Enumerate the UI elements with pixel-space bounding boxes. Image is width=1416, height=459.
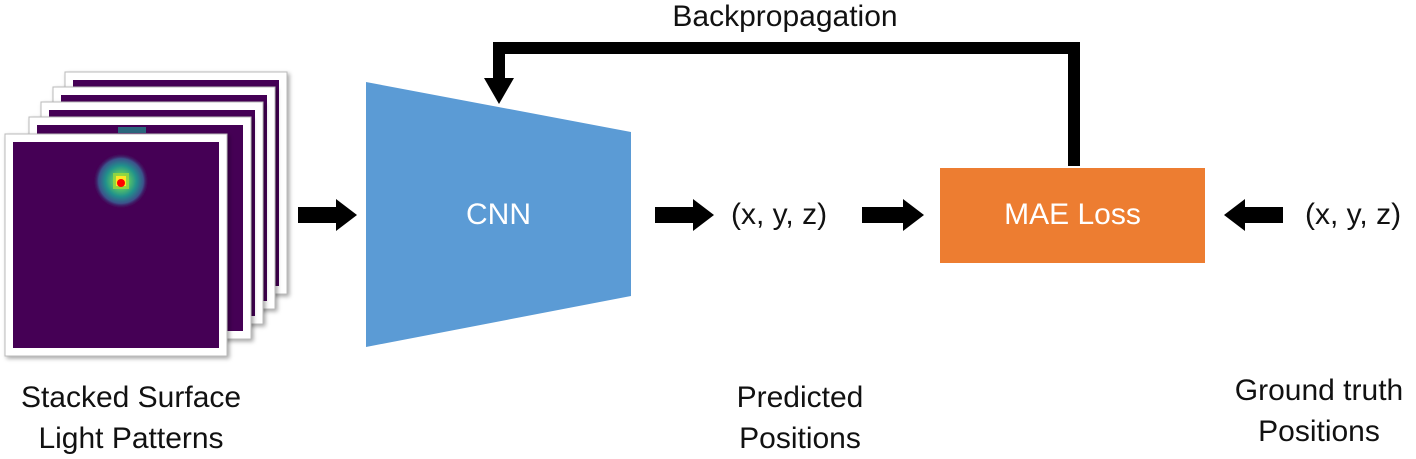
arrow-to-loss [862, 199, 924, 231]
backpropagation-label: Backpropagation [672, 0, 898, 33]
backpropagation-arrow [484, 42, 1080, 166]
input-caption-line1: Stacked Surface [20, 381, 242, 414]
arrow-to-cnn [298, 199, 357, 231]
ground-truth-marker [117, 179, 125, 187]
predicted-xyz: (x, y, z) [731, 198, 828, 231]
predicted-caption-line1: Predicted [736, 381, 864, 414]
image-stack [4, 71, 288, 357]
arrow-from-ground-truth [1224, 199, 1283, 231]
mae-loss-label: MAE Loss [1004, 198, 1141, 231]
arrow-to-predicted [655, 199, 714, 231]
ground-truth-caption-line2: Positions [1258, 415, 1380, 448]
input-caption-line2: Light Patterns [38, 422, 224, 455]
cnn-block [366, 82, 631, 347]
cnn-label: CNN [466, 198, 531, 231]
ground-truth-xyz: (x, y, z) [1305, 198, 1402, 231]
stack-frame-front [4, 133, 228, 357]
mae-loss-block [940, 168, 1205, 263]
predicted-caption-line2: Positions [739, 422, 861, 455]
ground-truth-caption-line1: Ground truth [1234, 374, 1404, 407]
